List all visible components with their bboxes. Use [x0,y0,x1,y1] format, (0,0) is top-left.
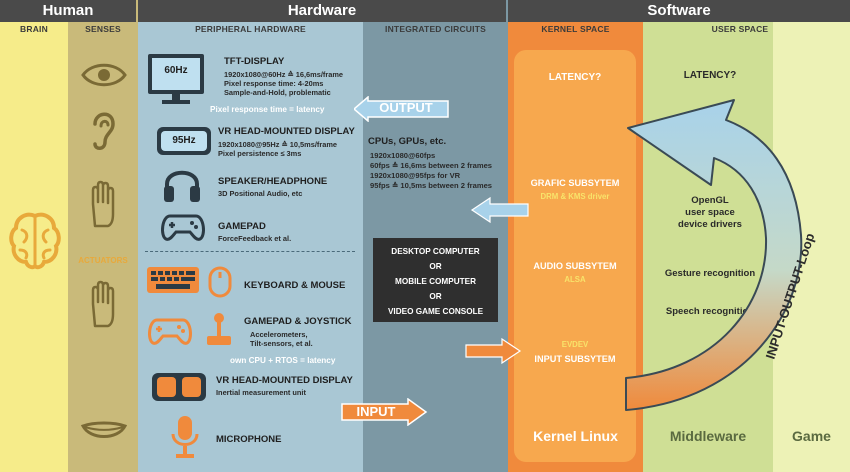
input-label: INPUT [356,404,396,419]
vr-headset-input-icon [152,373,206,401]
gamepad-out-line1: ForceFeedback et al. [218,234,292,243]
user-game: Game [792,428,831,444]
joystick-icon [207,313,231,345]
computer-box-line-0: DESKTOP COMPUTER [391,247,480,256]
tft-line2: Pixel response time: 4-20ms [224,79,324,88]
kernel-input: INPUT SUBSYTEM [534,354,616,364]
subheader-ic: INTEGRATED CIRCUITS [385,24,486,34]
kernel-footer: Kernel Linux [533,428,618,444]
user-opengl-2: user space [685,207,735,218]
hand-icon-2 [91,280,115,328]
computer-box: DESKTOP COMPUTER OR MOBILE COMPUTER OR V… [373,238,498,322]
keyboard-icon [147,267,199,293]
speaker-line1: 3D Positional Audio, etc [218,189,303,198]
tft-line1: 1920x1080@60Hz ≙ 16,6ms/frame [224,70,344,79]
grafic-to-ic-arrow [470,196,529,224]
ear-icon [93,112,115,150]
gamepad-in-title: GAMEPAD & JOYSTICK [244,316,352,327]
ic-line-1: 60fps ≙ 16,6ms between 2 frames [370,161,493,170]
kernel-panel [514,50,636,462]
ic-line-0: 1920x1080@60fps [370,151,436,160]
ic-line-2: 1920x1080@95fps for VR [370,171,461,180]
user-latency: LATENCY? [683,70,737,81]
vr-out-line1: 1920x1080@95Hz ≙ 10,5ms/frame [218,140,338,149]
subheader-kernel: KERNEL SPACE [541,24,610,34]
tft-badge: 60Hz [164,65,188,76]
tft-line3: Sample-and-Hold, problematic [224,88,331,97]
input-arrow [341,398,428,426]
gamepad-in-icon [148,318,192,345]
mouse-icon [208,266,232,298]
kernel-grafic: GRAFIC SUBSYTEM [530,178,620,188]
header-software: Software [508,0,850,22]
keyboard-title: KEYBOARD & MOUSE [244,280,346,291]
gamepad-out-icon [161,214,205,241]
vr-out-line2: Pixel persistence ≤ 3ms [218,149,302,158]
monitor-icon [148,54,204,104]
computer-box-line-4: VIDEO GAME CONSOLE [387,307,484,316]
io-loop-arrow: INPUT-OUTPUT-Loop [625,99,816,411]
subheader-brain: BRAIN [20,24,48,34]
gamepad-in-line2: Tilt-sensors, et al. [250,339,313,348]
mouth-icon [80,421,128,438]
kernel-audio: AUDIO SUBSYTEM [533,261,617,271]
ic-title: CPUs, GPUs, etc. [368,136,447,147]
kernel-grafic-sub: DRM & KMS driver [540,192,610,201]
user-speech: Speech recognition [665,306,755,317]
tft-title: TFT-DISPLAY [224,56,285,67]
kernel-latency: LATENCY? [548,72,602,83]
subheader-peripheral: PERIPHERAL HARDWARE [195,24,306,34]
subheader-user: USER SPACE [711,24,769,34]
vr-in-line1: Inertial measurement unit [216,388,306,397]
kernel-audio-sub: ALSA [564,275,586,284]
gamepad-out-title: GAMEPAD [218,221,266,232]
user-opengl-3: device drivers [678,219,742,230]
microphone-icon [171,416,199,458]
actuators-label: ACTUATORS [78,256,128,265]
kernel-evdev: EVDEV [561,340,589,349]
brain-icon [9,212,61,270]
pixel-response-note: Pixel response time = latency [210,105,325,114]
output-arrow [354,96,449,122]
speaker-title: SPEAKER/HEADPHONE [218,176,328,187]
hand-icon [91,180,115,228]
computer-box-line-3: OR [429,292,442,301]
user-gesture: Gesture recognition [664,268,756,279]
eye-icon [81,63,127,87]
cpu-rtos-note: own CPU + RTOS = latency [230,356,336,365]
user-opengl-1: OpenGL [691,195,729,206]
hardware-divider [145,251,355,252]
mic-title: MICROPHONE [216,434,282,445]
headphone-icon [164,170,200,202]
header-human: Human [0,0,136,22]
ic-to-input-arrow [465,338,522,364]
ic-line-3: 95fps ≙ 10,5ms between 2 frames [370,181,493,190]
vr-in-title: VR HEAD-MOUNTED DISPLAY [216,375,353,386]
gamepad-in-line1: Accelerometers, [250,330,308,339]
output-label: OUTPUT [379,100,433,115]
ic-column [363,0,508,472]
computer-box-line-1: OR [429,262,442,271]
vr-out-title: VR HEAD-MOUNTED DISPLAY [218,126,355,137]
subheader-senses: SENSES [85,24,121,34]
vr-out-badge: 95Hz [172,135,196,146]
computer-box-line-2: MOBILE COMPUTER [395,277,476,286]
user-middleware: Middleware [669,428,747,444]
vr-headset-icon [157,127,211,155]
header-hardware: Hardware [138,0,506,22]
